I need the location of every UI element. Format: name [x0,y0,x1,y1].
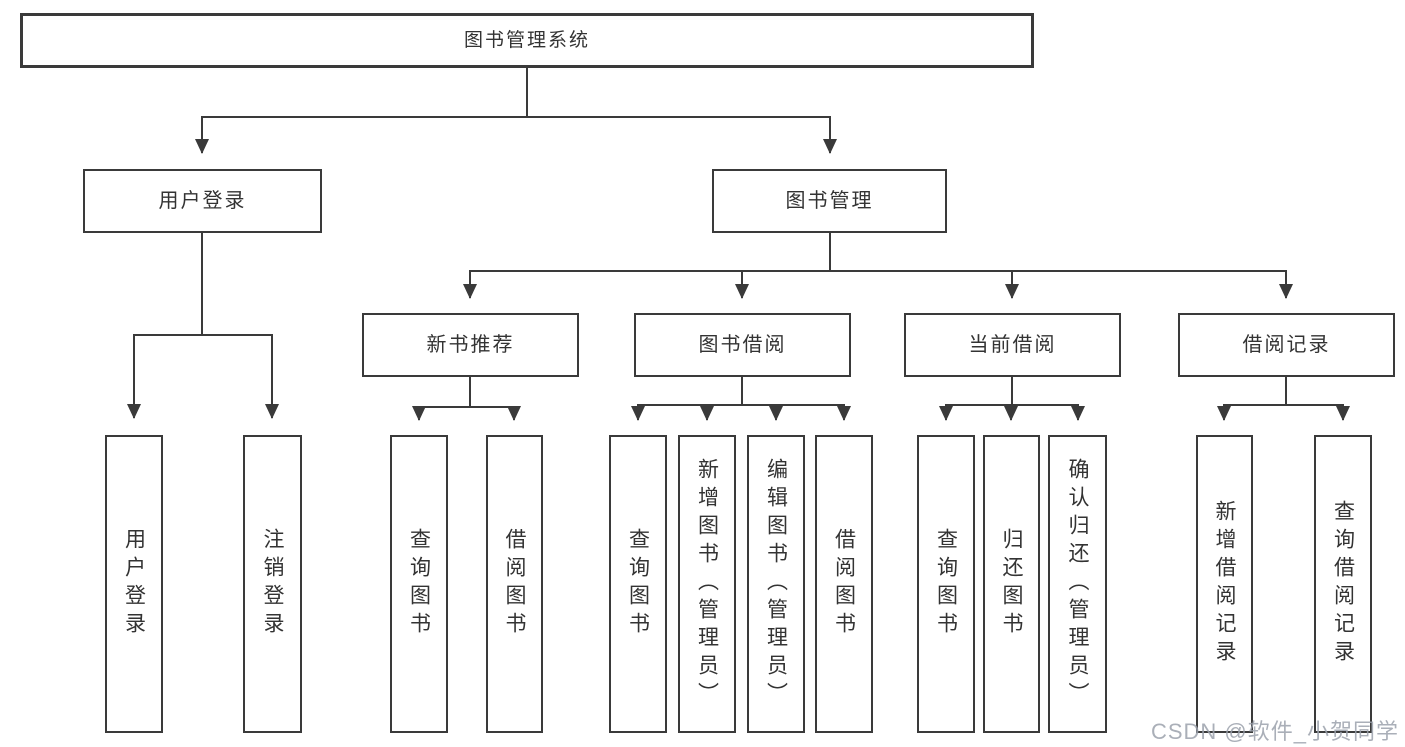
node-user-login: 用户登录 [83,169,322,233]
leaf-g1-borrow-books: 借阅图书 [486,435,543,733]
leaf-g3-query-books: 查询图书 [917,435,975,733]
leaf-user-login: 用户登录 [105,435,163,733]
node-book-management: 图书管理 [712,169,947,233]
leaf-g2-query-books: 查询图书 [609,435,667,733]
node-book-borrow: 图书借阅 [634,313,851,377]
node-current-borrow: 当前借阅 [904,313,1121,377]
leaf-g3-confirm-return-admin: 确认归还（管理员） [1048,435,1107,733]
leaf-g4-add-borrow-record: 新增借阅记录 [1196,435,1253,733]
node-root: 图书管理系统 [20,13,1034,68]
leaf-g2-borrow-books: 借阅图书 [815,435,873,733]
leaf-g2-add-books-admin: 新增图书（管理员） [678,435,736,733]
leaf-g3-return-books: 归还图书 [983,435,1040,733]
leaf-logout: 注销登录 [243,435,302,733]
node-new-book-recommend: 新书推荐 [362,313,579,377]
csdn-watermark: CSDN @软件_小贺同学 [1150,719,1399,744]
node-borrow-records: 借阅记录 [1178,313,1395,377]
leaf-g4-query-borrow-record: 查询借阅记录 [1314,435,1372,733]
leaf-g2-edit-books-admin: 编辑图书（管理员） [747,435,805,733]
leaf-g1-query-books: 查询图书 [390,435,448,733]
